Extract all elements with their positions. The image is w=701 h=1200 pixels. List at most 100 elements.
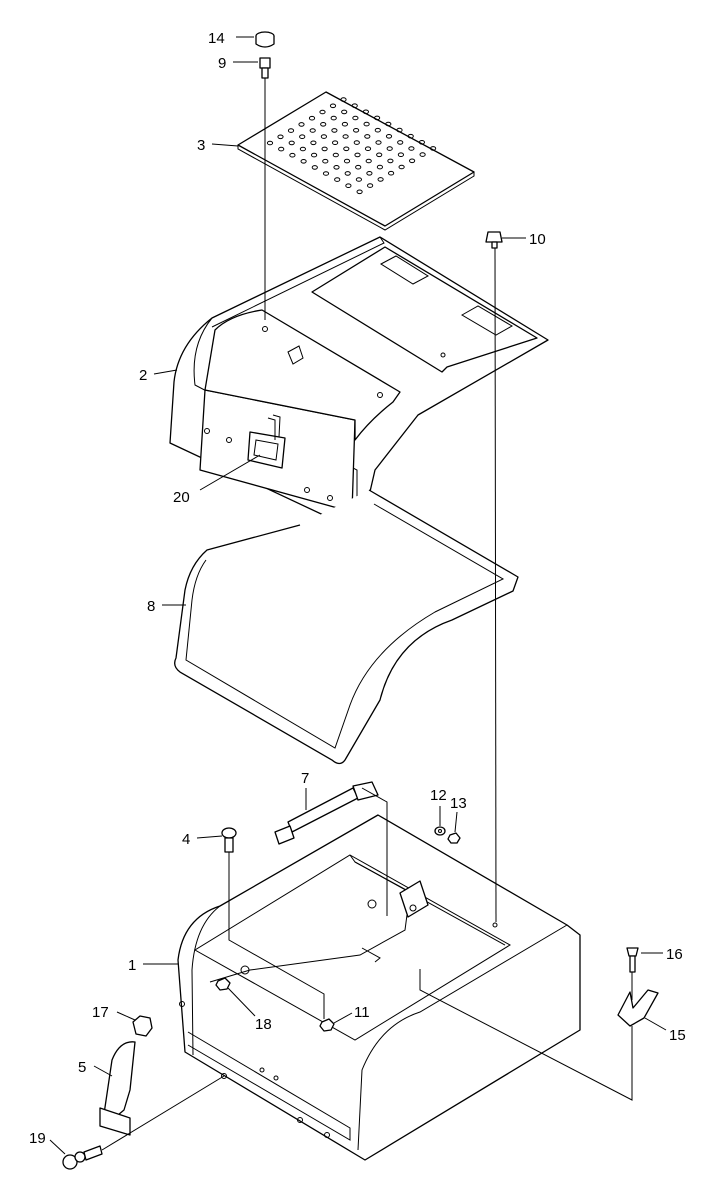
plate-hole [408,146,415,151]
plate-hole [352,115,359,121]
plate-holes [266,97,437,195]
plate-hole [388,170,395,176]
plate-hole [322,158,329,164]
plate-hole [409,158,416,164]
plate-hole [341,109,348,115]
plate-hole [354,152,361,158]
callout-label-3: 3 [197,137,205,154]
plate-hole [367,183,374,188]
callout-8: 8 [147,598,186,615]
callout-label-9: 9 [218,55,226,72]
callout-label-12: 12 [430,787,447,804]
plate-hole [385,134,393,139]
plate-hole [374,127,381,133]
washer-12 [434,826,446,836]
callout-label-16: 16 [666,946,683,963]
plate-hole [320,134,327,139]
callout-10: 10 [502,231,546,248]
nut-18 [215,977,231,991]
callout-label-5: 5 [78,1059,86,1076]
plate-hole [266,140,274,146]
callout-2: 2 [139,367,178,384]
plate-hole [287,128,295,133]
plate-hole [375,140,382,145]
callout-label-15: 15 [669,1027,686,1044]
callout-label-17: 17 [92,1004,109,1021]
plate-hole [430,146,437,151]
panel-latch [247,414,286,469]
plate-hole [353,128,360,133]
fastener-19 [62,1145,103,1170]
plate-hole [329,103,337,109]
callout-17: 17 [92,1004,136,1021]
plate-hole [334,177,341,182]
plate-hole [288,140,295,146]
callout-7: 7 [301,770,309,810]
callout-label-1: 1 [128,957,136,974]
plate-hole [299,134,306,139]
plate-hole [377,177,384,182]
callout-label-13: 13 [450,795,467,812]
fastener-14 [255,31,275,48]
callout-13: 13 [450,795,467,833]
callout-16: 16 [641,946,683,963]
plate-hole [300,159,307,164]
clip-15 [617,989,659,1027]
plate-hole [396,127,403,133]
plate-hole [387,158,394,164]
callout-label-10: 10 [529,231,546,248]
callout-14: 14 [208,30,254,47]
plate-hole [332,152,339,158]
plate-hole [333,165,340,170]
plate-hole [341,121,348,127]
plate-hole [362,109,369,115]
plate-hole [374,115,381,121]
plate-hole [299,146,306,152]
callout-label-19: 19 [29,1130,46,1147]
plate-hole [344,171,351,176]
plate-hole [397,140,404,145]
plate-hole [320,122,327,127]
plate-hole [343,146,350,152]
plate-hole [321,146,328,152]
plate-hole [311,165,318,170]
bolt-4 [221,827,237,853]
plate-hole [407,133,414,139]
plate-hole [311,152,318,158]
plate-hole [319,109,326,115]
plate-hole [340,97,347,102]
callout-4: 4 [182,831,223,848]
plate-hole [365,158,372,164]
callout-label-8: 8 [147,598,155,615]
callout-5: 5 [78,1059,113,1077]
plate-hole [418,140,425,145]
callout-1: 1 [128,957,178,974]
screw-16 [626,947,639,973]
bolt-10 [485,231,503,249]
plate-hole [322,171,330,176]
plate-hole [363,121,370,127]
gas-strut [274,781,379,845]
latch-5 [99,1041,136,1136]
plate-hole [355,164,362,170]
perforated-plate [237,91,475,231]
plate-hole [376,152,383,158]
plate-hole [385,121,392,127]
plate-hole [309,128,316,133]
assembly-lines [101,78,633,1151]
callout-3: 3 [197,137,239,154]
plate-hole [310,140,317,146]
plate-hole [308,115,316,121]
plate-hole [356,189,363,195]
callout-18: 18 [227,987,272,1033]
plate-hole [331,128,338,133]
plate-hole [353,140,360,145]
callout-label-7: 7 [301,770,309,787]
callout-label-4: 4 [182,831,190,848]
plate-hole [332,140,339,145]
callout-19: 19 [29,1130,66,1155]
plate-hole [376,164,383,170]
plate-hole [298,122,305,127]
gasket-seal [174,489,519,765]
